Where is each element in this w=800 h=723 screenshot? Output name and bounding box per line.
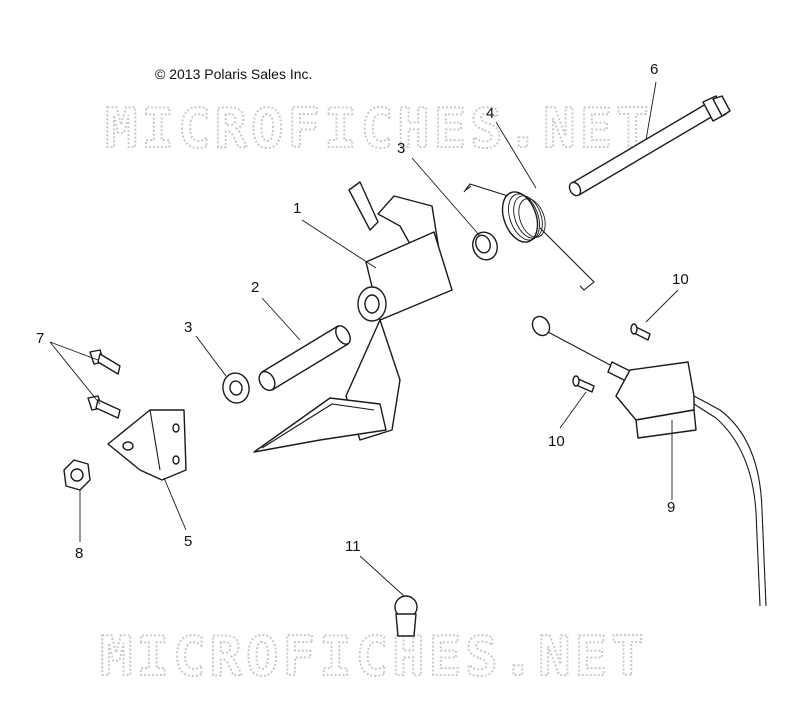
watermark-top: MICROFICHES.NET [105,97,653,160]
callout-3-upper: 3 [397,140,406,157]
callout-10-upper: 10 [672,271,689,288]
callout-3-lower: 3 [184,319,193,336]
callout-7: 7 [36,330,45,347]
copyright-text: © 2013 Polaris Sales Inc. [155,66,313,82]
part-6-pivot-bolt [568,95,731,197]
callout-4: 4 [486,105,495,122]
part-11-clip [394,595,418,637]
part-5-bracket [107,409,187,481]
callout-11: 11 [345,538,361,555]
part-9-cable [531,315,767,607]
part-3-lower-washer [222,372,250,404]
callout-9: 9 [667,499,676,516]
part-4-spring [463,183,595,291]
part-10-pins [572,323,651,393]
watermark-bottom: MICROFICHES.NET [100,625,648,688]
callout-6: 6 [650,61,659,78]
leader-lines [49,81,679,597]
callout-5: 5 [184,533,193,550]
part-8-nut [63,459,91,491]
part-3-upper-bushing [472,231,498,261]
callout-2: 2 [251,279,260,296]
callout-8: 8 [75,545,84,562]
callout-1: 1 [293,200,302,217]
part-2-shaft [258,325,351,392]
callout-10-lower: 10 [548,433,565,450]
part-7-bolts [87,349,121,419]
part-1-pedal [253,181,453,453]
